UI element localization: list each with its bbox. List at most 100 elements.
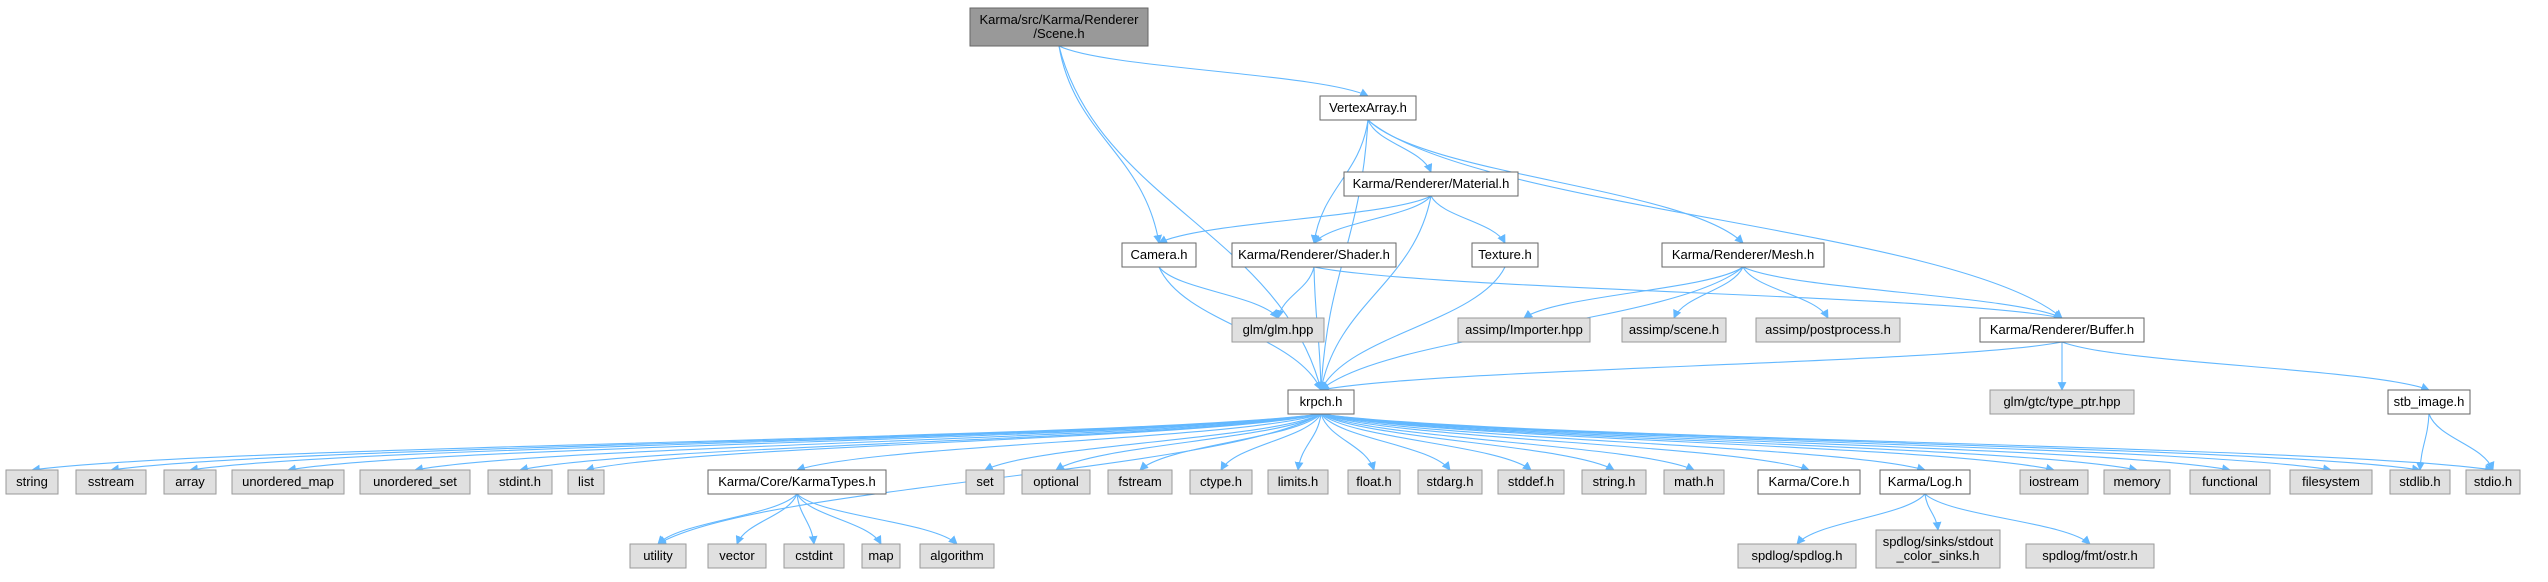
edge-shader-to-glm: [1275, 266, 1315, 319]
node-scene[interactable]: Karma/src/Karma/Renderer/Scene.h: [969, 7, 1149, 47]
node-label: glm/glm.hpp: [1243, 322, 1314, 337]
node-spdlog: spdlog/spdlog.h: [1737, 543, 1857, 569]
node-float: float.h: [1347, 469, 1401, 495]
node-vertexarray[interactable]: VertexArray.h: [1319, 95, 1417, 121]
edge-line: [585, 413, 1322, 473]
node-box: [2189, 469, 2271, 495]
node-importer: assimp/Importer.hpp: [1457, 317, 1591, 343]
edge-line: [1320, 413, 1376, 471]
node-box: [919, 543, 995, 569]
node-box: [1989, 389, 2135, 415]
node-label: Karma/Renderer/Material.h: [1353, 176, 1510, 191]
edge-krpch-to-core: [1320, 413, 1810, 472]
edge-line: [1924, 493, 1942, 531]
edge-line: [796, 413, 1322, 472]
edges-layer: [31, 45, 2495, 545]
node-texture[interactable]: Texture.h: [1471, 242, 1539, 268]
edge-vertexarray-to-material: [1367, 119, 1433, 173]
edge-krpch-to-unordered_set: [414, 413, 1322, 473]
node-label: assimp/postprocess.h: [1765, 322, 1891, 337]
node-label: utility: [643, 548, 673, 563]
node-log[interactable]: Karma/Log.h: [1879, 469, 1971, 495]
node-box: [2289, 469, 2373, 495]
node-map: map: [861, 543, 901, 569]
node-label: glm/gtc/type_ptr.hpp: [2003, 394, 2120, 409]
edge-line: [1367, 119, 2063, 319]
node-label: Karma/Renderer/Buffer.h: [1990, 322, 2134, 337]
edge-karmatypes-to-map: [796, 493, 882, 545]
edge-log-to-spdlog: [1796, 493, 1926, 545]
node-label: iostream: [2029, 474, 2079, 489]
node-stringh: string.h: [1581, 469, 1647, 495]
node-karmatypes[interactable]: Karma/Core/KarmaTypes.h: [707, 469, 887, 495]
node-box: [1457, 317, 1591, 343]
node-optional: optional: [1021, 469, 1091, 495]
node-box: [1267, 469, 1329, 495]
edge-vertexarray-to-buffer: [1367, 119, 2063, 319]
edge-krpch-to-stdarg: [1320, 413, 1451, 471]
edge-material-to-texture: [1430, 195, 1506, 244]
node-box: [1121, 242, 1197, 268]
node-camera[interactable]: Camera.h: [1121, 242, 1197, 268]
edge-mesh-to-importer: [1523, 266, 1744, 319]
edge-line: [1320, 413, 1451, 471]
node-box: [1287, 389, 1355, 415]
edge-line: [110, 413, 1322, 474]
node-label: stdlib.h: [2399, 474, 2440, 489]
edge-texture-to-krpch: [1320, 266, 1506, 391]
node-string: string: [5, 469, 59, 495]
node-box: [1021, 469, 1091, 495]
node-filesystem: filesystem: [2289, 469, 2373, 495]
node-label: sstream: [88, 474, 134, 489]
edge-line: [1310, 119, 1369, 244]
edge-line: [1320, 413, 2494, 474]
node-stdlib: stdlib.h: [2389, 469, 2451, 495]
edge-line: [1523, 266, 1744, 319]
node-core[interactable]: Karma/Core.h: [1757, 469, 1861, 495]
edge-stbimage-to-stdlib: [2416, 413, 2430, 471]
node-buffer[interactable]: Karma/Renderer/Buffer.h: [1979, 317, 2145, 343]
edge-line: [1742, 266, 2063, 319]
node-box: [75, 469, 147, 495]
edge-vertexarray-to-shader: [1310, 119, 1369, 244]
node-box: [567, 469, 605, 495]
node-box: [1755, 317, 1901, 343]
node-sinks: spdlog/sinks/stdout_color_sinks.h: [1875, 529, 2001, 569]
edge-line: [1742, 266, 1829, 319]
node-label: stdarg.h: [1427, 474, 1474, 489]
node-box: [1319, 95, 1417, 121]
node-label: Camera.h: [1130, 247, 1187, 262]
node-mesh[interactable]: Karma/Renderer/Mesh.h: [1661, 242, 1825, 268]
edge-krpch-to-optional: [1055, 413, 1322, 471]
node-label: /Scene.h: [1033, 26, 1084, 41]
edge-mesh-to-ascene: [1673, 266, 1744, 319]
edge-karmatypes-to-algorithm: [796, 493, 958, 545]
edge-material-to-shader: [1313, 195, 1432, 244]
node-box: [1471, 242, 1539, 268]
node-label: filesystem: [2302, 474, 2360, 489]
node-material[interactable]: Karma/Renderer/Material.h: [1343, 171, 1519, 197]
node-stdint: stdint.h: [487, 469, 553, 495]
node-shader[interactable]: Karma/Renderer/Shader.h: [1231, 242, 1397, 268]
node-box: [1661, 242, 1825, 268]
node-label: functional: [2202, 474, 2258, 489]
node-stbimage[interactable]: stb_image.h: [2387, 389, 2471, 415]
edge-line: [1058, 45, 1163, 244]
node-krpch[interactable]: krpch.h: [1287, 389, 1355, 415]
edge-line: [1924, 493, 2091, 545]
edge-line: [1320, 413, 1926, 473]
edge-line: [1430, 195, 1506, 244]
nodes-layer: Karma/src/Karma/Renderer/Scene.hVertexAr…: [5, 7, 2521, 569]
edge-line: [1796, 493, 1926, 545]
node-box: [1189, 469, 1253, 495]
edge-line: [2428, 413, 2495, 471]
node-label: _color_sinks.h: [1895, 548, 1979, 563]
node-label: string: [16, 474, 48, 489]
edge-line: [1320, 413, 1532, 471]
node-label: Karma/src/Karma/Renderer: [980, 12, 1140, 27]
edge-krpch-to-array: [189, 413, 1322, 474]
node-box: [1737, 543, 1857, 569]
node-fstream: fstream: [1107, 469, 1173, 495]
node-box: [1231, 317, 1325, 343]
edge-line: [1320, 413, 2138, 473]
